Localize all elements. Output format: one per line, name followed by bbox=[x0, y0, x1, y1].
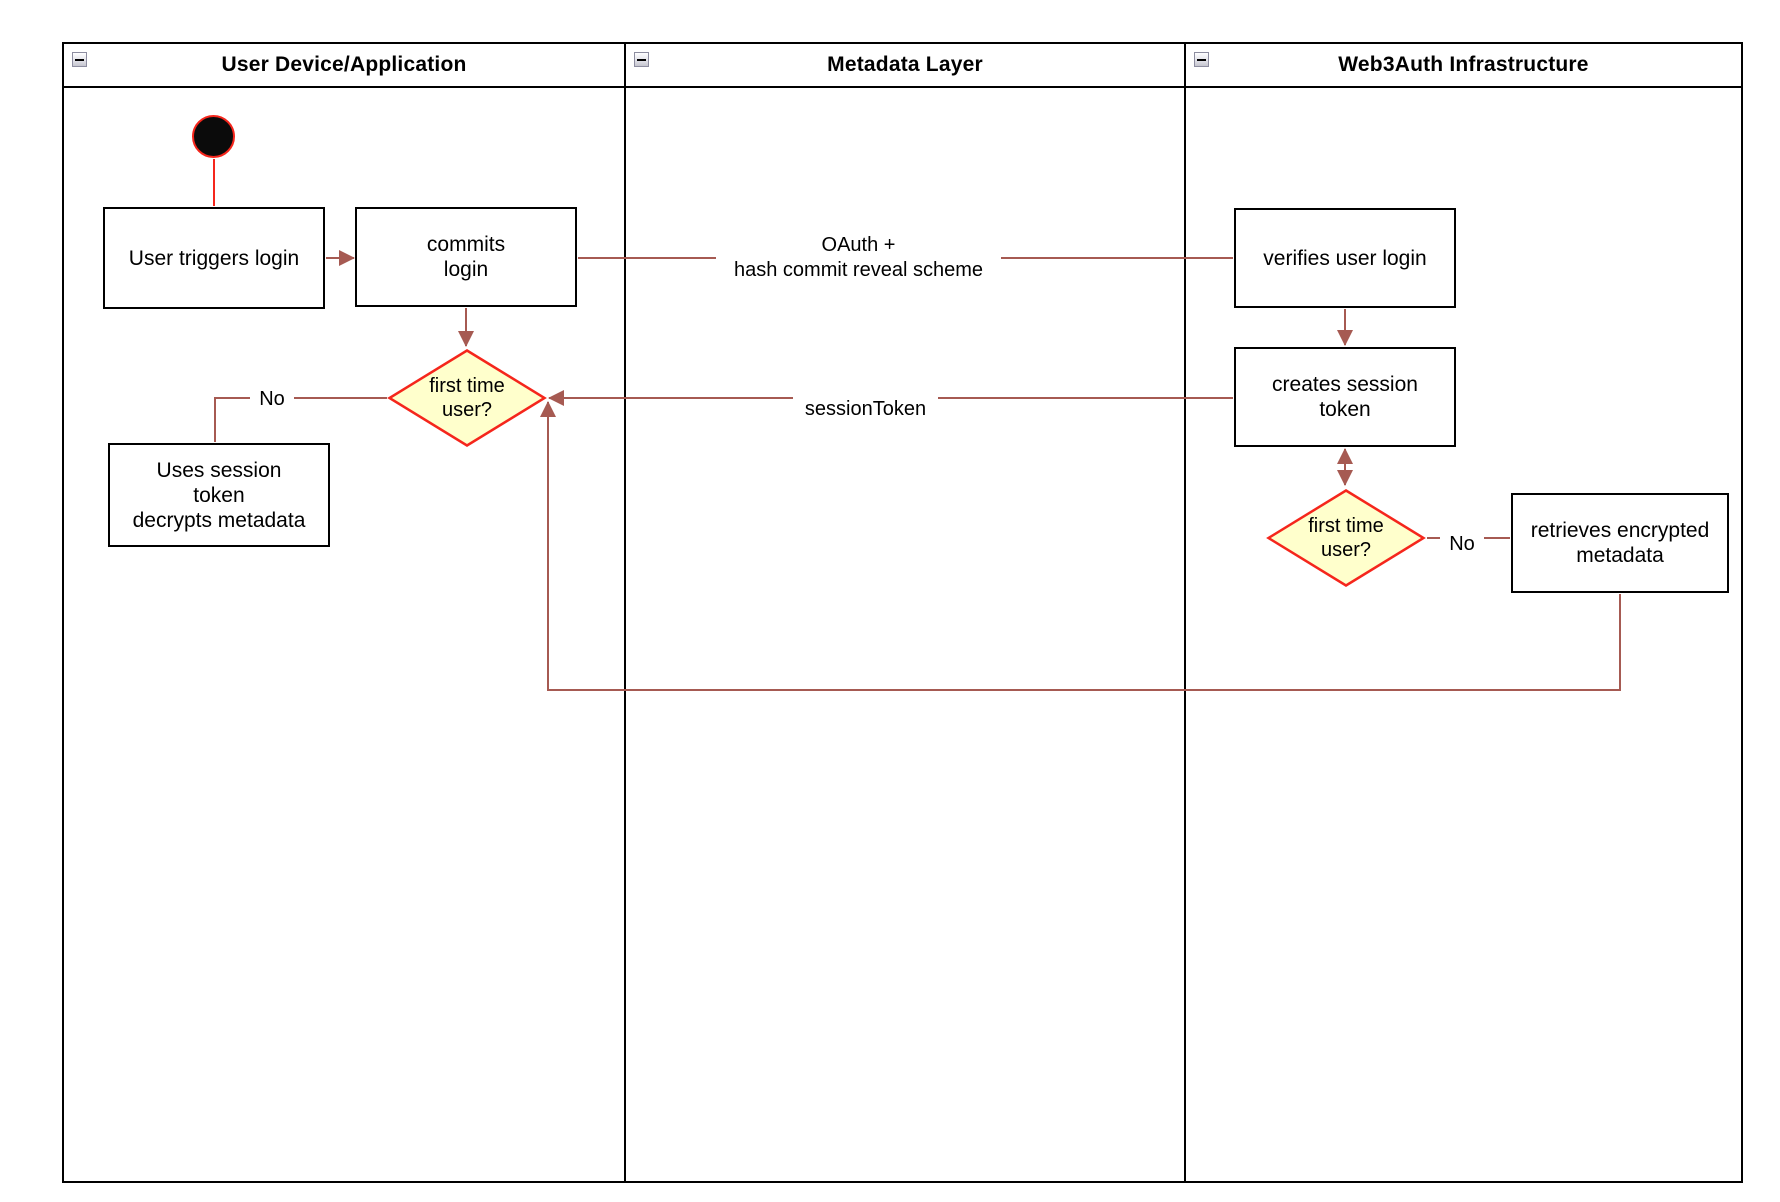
edge-label-oauth[interactable]: OAuth + hash commit reveal scheme bbox=[716, 233, 1001, 283]
minus-icon[interactable] bbox=[1194, 52, 1209, 67]
lane-header-user-device[interactable]: User Device/Application bbox=[64, 44, 624, 88]
activity-label: retrieves encrypted metadata bbox=[1530, 519, 1710, 567]
diamond-shape bbox=[1266, 489, 1426, 587]
lane-header-metadata-layer[interactable]: Metadata Layer bbox=[626, 44, 1184, 88]
minus-bar bbox=[637, 58, 646, 61]
activity-retrieves-encrypted-metadata[interactable]: retrieves encrypted metadata bbox=[1511, 493, 1729, 593]
activity-label: User triggers login bbox=[128, 246, 300, 270]
activity-verifies-user-login[interactable]: verifies user login bbox=[1234, 208, 1456, 308]
diamond-shape bbox=[387, 349, 547, 447]
edge-label-session-token[interactable]: sessionToken bbox=[793, 397, 938, 422]
activity-label: Uses session token decrypts metadata bbox=[132, 458, 306, 532]
swimlane-pool: User Device/Application Metadata Layer W… bbox=[62, 42, 1743, 1183]
edge-retrieves-feedback-to-decision[interactable] bbox=[540, 401, 1621, 691]
decision-label: first time user? bbox=[429, 375, 505, 421]
lane-title: User Device/Application bbox=[221, 53, 467, 76]
initial-node[interactable] bbox=[192, 115, 235, 158]
lane-metadata-layer[interactable]: Metadata Layer bbox=[626, 44, 1186, 1181]
lane-web3auth-infrastructure[interactable]: Web3Auth Infrastructure bbox=[1186, 44, 1741, 1181]
activity-label: creates session token bbox=[1272, 373, 1418, 421]
minus-icon[interactable] bbox=[634, 52, 649, 67]
edge-label-no-left[interactable]: No bbox=[250, 387, 294, 412]
activity-user-triggers-login[interactable]: User triggers login bbox=[103, 207, 325, 309]
activity-commits-login[interactable]: commits login bbox=[355, 207, 577, 307]
lane-header-web3auth-infrastructure[interactable]: Web3Auth Infrastructure bbox=[1186, 44, 1741, 88]
decision-first-time-user-2[interactable]: first time user? bbox=[1266, 488, 1426, 588]
activity-creates-session-token[interactable]: creates session token bbox=[1234, 347, 1456, 447]
activity-label: verifies user login bbox=[1263, 246, 1427, 270]
lane-user-device[interactable]: User Device/Application bbox=[64, 44, 626, 1181]
lane-title: Metadata Layer bbox=[827, 53, 983, 76]
activity-uses-session-token[interactable]: Uses session token decrypts metadata bbox=[108, 443, 330, 547]
minus-bar bbox=[75, 58, 84, 61]
lane-title: Web3Auth Infrastructure bbox=[1338, 53, 1589, 76]
edge-decision-no-to-uses-session[interactable] bbox=[214, 397, 387, 442]
edge-label-no-right[interactable]: No bbox=[1440, 532, 1484, 557]
minus-bar bbox=[1197, 58, 1206, 61]
decision-label: first time user? bbox=[1308, 515, 1384, 561]
minus-icon[interactable] bbox=[72, 52, 87, 67]
activity-label: commits login bbox=[426, 233, 506, 281]
decision-first-time-user-1[interactable]: first time user? bbox=[387, 348, 547, 448]
